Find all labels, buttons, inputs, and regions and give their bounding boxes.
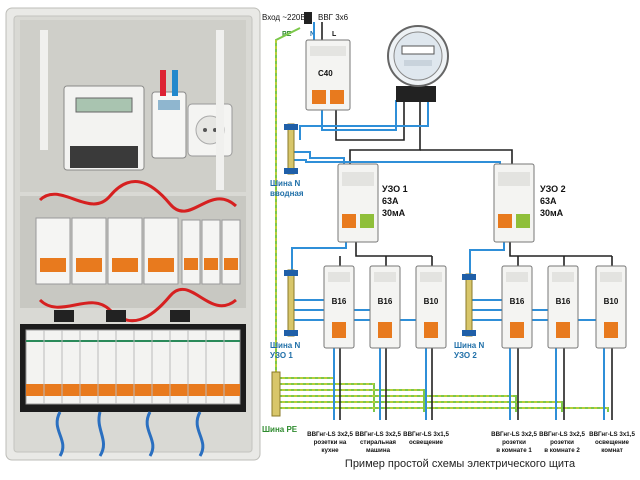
- branch-breaker-rating: B16: [556, 297, 571, 306]
- circuit-use-label: стиральная: [360, 439, 396, 446]
- branch-breaker-rating: B10: [604, 297, 619, 306]
- cable-spec-label: ВВГнг-LS 3х2,5: [355, 431, 401, 438]
- bus-n-input-label-2: вводная: [270, 189, 304, 198]
- branch-breaker: B10: [415, 265, 447, 349]
- bus-n-input-label-1: Шина N: [270, 179, 300, 188]
- main-breaker-rating: C40: [318, 69, 333, 78]
- pe-wiring-stripes: [275, 40, 608, 409]
- photo-top-breaker-row: [35, 217, 241, 285]
- circuit-use-label: розетки: [502, 439, 526, 446]
- bus-n-rcd-2-label-1: Шина N: [454, 341, 484, 350]
- rcd-1-title: УЗО 1: [382, 184, 408, 194]
- rcd-2-title: УЗО 2: [540, 184, 566, 194]
- bus-n-rcd-1-label-2: УЗО 1: [270, 351, 293, 360]
- rcd-2-current: 63А: [540, 196, 557, 206]
- rcd-1: УЗО 1 63А 30мА: [337, 163, 408, 243]
- input-label: Вход ~220В: [262, 13, 306, 22]
- rcd-1-leakage: 30мА: [382, 208, 406, 218]
- branch-breaker: B10: [595, 265, 627, 349]
- cable-spec-label: ВВГнг-LS 3х2,5: [539, 431, 585, 438]
- circuit-use-label: освещение: [409, 439, 444, 446]
- branch-breaker-rating: B16: [510, 297, 525, 306]
- cable-spec-label: ВВГнг-LS 3х2,5: [307, 431, 353, 438]
- branch-breaker-rating: B16: [332, 297, 347, 306]
- circuit-use-label: кухне: [321, 447, 339, 454]
- branch-breakers: B16 B16 B10 B16 B16 B10: [323, 265, 627, 349]
- circuit-use-label: освещение: [595, 439, 630, 446]
- bus-n-input: Шина N вводная: [270, 123, 304, 198]
- circuit-use-label: розетки: [550, 439, 574, 446]
- electricity-meter: [387, 25, 449, 102]
- diagram-caption: Пример простой схемы электрического щита: [344, 458, 576, 470]
- branch-breaker: B16: [547, 265, 579, 349]
- bus-pe: Шина PE: [262, 371, 298, 434]
- circuit-use-label: в комнате 2: [544, 447, 580, 454]
- cable-spec-label: ВВГнг-LS 3х1,5: [403, 431, 449, 438]
- input-terminal: [304, 12, 312, 24]
- cable-spec-label: ВВГнг-LS 3х1,5: [589, 431, 635, 438]
- rcd-2-leakage: 30мА: [540, 208, 564, 218]
- input-cable-label: ВВГ 3х6: [318, 13, 349, 22]
- circuit-use-label: комнат: [601, 447, 623, 454]
- branch-breaker-rating: B16: [378, 297, 393, 306]
- branch-breaker: B16: [323, 265, 355, 349]
- main-breaker: C40: [305, 39, 351, 111]
- branch-breaker-rating: B10: [424, 297, 439, 306]
- photo-bottom-breaker-row: [25, 329, 241, 405]
- bus-n-rcd-2-label-2: УЗО 2: [454, 351, 477, 360]
- branch-breaker: B16: [369, 265, 401, 349]
- circuit-use-label: в комнате 1: [496, 447, 532, 454]
- circuit-use-label: машина: [366, 447, 391, 454]
- rcd-1-current: 63А: [382, 196, 399, 206]
- branch-breaker: B16: [501, 265, 533, 349]
- rcd-2: УЗО 2 63А 30мА: [493, 163, 566, 243]
- bus-pe-label: Шина PE: [262, 425, 298, 434]
- l-mark: L: [332, 31, 337, 38]
- circuit-use-label: розетки на: [314, 439, 347, 446]
- bus-n-rcd-1: Шина N УЗО 1: [270, 269, 300, 360]
- n-mark: N: [310, 31, 315, 38]
- bus-n-rcd-2: Шина N УЗО 2: [454, 273, 484, 360]
- cable-spec-label: ВВГнг-LS 3х2,5: [491, 431, 537, 438]
- bus-n-rcd-1-label-1: Шина N: [270, 341, 300, 350]
- panel-photo: [5, 7, 261, 461]
